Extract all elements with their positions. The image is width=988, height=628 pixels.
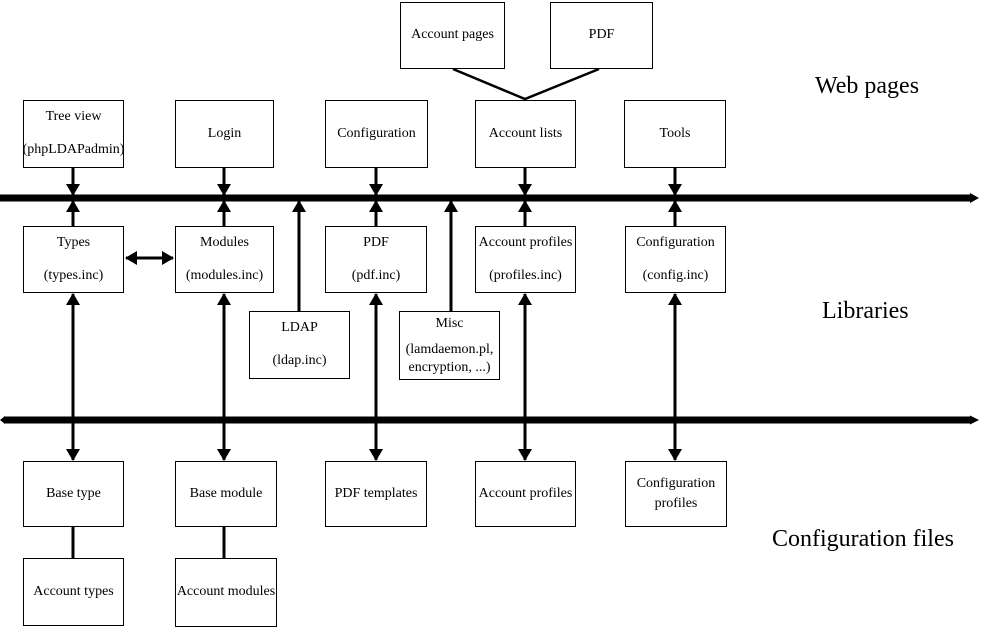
- config-lib-box: Configuration (config.inc): [625, 226, 726, 293]
- arrows-libraries-to-bus: [66, 200, 682, 311]
- arrows-libraries-files: [66, 293, 682, 461]
- arrows-webpages-to-bus: [66, 167, 682, 196]
- types-lib-box: Types (types.inc): [23, 226, 124, 293]
- config-lib-label: Configuration: [636, 235, 715, 251]
- misc-lib-label: Misc: [435, 316, 464, 331]
- modules-lib-label: Modules: [200, 235, 249, 251]
- pdf-templates-box: PDF templates: [325, 461, 427, 527]
- account-pages-box: Account pages: [400, 2, 505, 69]
- account-lists-box: Account lists: [475, 100, 576, 168]
- pdf-lib-file: (pdf.inc): [351, 267, 401, 283]
- section-label-configuration-files: Configuration files: [772, 526, 954, 552]
- account-profiles-file-box: Account profiles: [475, 461, 576, 527]
- modules-lib-file: (modules.inc): [185, 267, 264, 283]
- config-profiles-file-label1: Configuration: [636, 475, 716, 491]
- section-label-web-pages: Web pages: [815, 73, 920, 99]
- login-box: Login: [175, 100, 274, 168]
- ldap-lib-label: LDAP: [281, 320, 318, 336]
- pdf-lib-label: PDF: [363, 235, 389, 251]
- tools-label: Tools: [659, 125, 691, 141]
- account-lists-label: Account lists: [488, 125, 563, 141]
- config-profiles-file-label2: profiles: [654, 496, 698, 511]
- misc-lib-detail-line2: encryption, ...): [408, 359, 491, 375]
- configuration-page-label: Configuration: [337, 125, 416, 141]
- account-pages-label: Account pages: [411, 27, 494, 43]
- base-type-label: Base type: [46, 485, 101, 501]
- bus-libraries-files: [0, 415, 979, 425]
- modules-lib-box: Modules (modules.inc): [175, 226, 274, 293]
- pdf-page-box: PDF: [550, 2, 653, 69]
- account-modules-label: Account modules: [176, 584, 276, 600]
- ldap-lib-box: LDAP (ldap.inc): [249, 311, 350, 379]
- types-lib-label: Types: [56, 235, 91, 251]
- bus-web-libraries: [0, 193, 979, 203]
- misc-lib-detail-line1: (lamdaemon.pl,: [405, 341, 494, 357]
- config-lib-file: (config.inc): [642, 267, 709, 283]
- section-label-libraries: Libraries: [822, 298, 909, 324]
- base-module-label: Base module: [189, 485, 263, 501]
- account-modules-box: Account modules: [175, 558, 277, 627]
- misc-lib-box: Misc (lamdaemon.pl, encryption, ...): [399, 311, 500, 380]
- ldap-lib-file: (ldap.inc): [272, 353, 327, 369]
- tree-view-label: Tree view: [45, 109, 102, 125]
- pdf-templates-label: PDF templates: [334, 485, 418, 501]
- tools-box: Tools: [624, 100, 726, 168]
- pdf-page-label: PDF: [588, 27, 615, 43]
- link-accountpages-pdf-accountlists: [452, 67, 600, 101]
- account-profiles-file-label: Account profiles: [478, 485, 573, 501]
- profiles-lib-file: (profiles.inc): [489, 267, 562, 283]
- account-types-box: Account types: [23, 558, 124, 626]
- account-types-label: Account types: [33, 583, 114, 599]
- base-module-box: Base module: [175, 461, 277, 527]
- profiles-lib-box: Account profiles (profiles.inc): [475, 226, 576, 293]
- types-lib-file: (types.inc): [43, 267, 104, 283]
- configuration-page-box: Configuration: [325, 100, 428, 168]
- base-type-box: Base type: [23, 461, 124, 527]
- pdf-lib-box: PDF (pdf.inc): [325, 226, 427, 293]
- tree-view-sublabel: (phpLDAPadmin): [22, 142, 125, 158]
- config-profiles-file-box: Configuration profiles: [625, 461, 727, 527]
- profiles-lib-label: Account profiles: [478, 235, 573, 251]
- login-label: Login: [207, 125, 242, 141]
- tree-view-box: Tree view (phpLDAPadmin): [23, 100, 124, 168]
- misc-lib-detail: (lamdaemon.pl, encryption, ...): [406, 341, 494, 377]
